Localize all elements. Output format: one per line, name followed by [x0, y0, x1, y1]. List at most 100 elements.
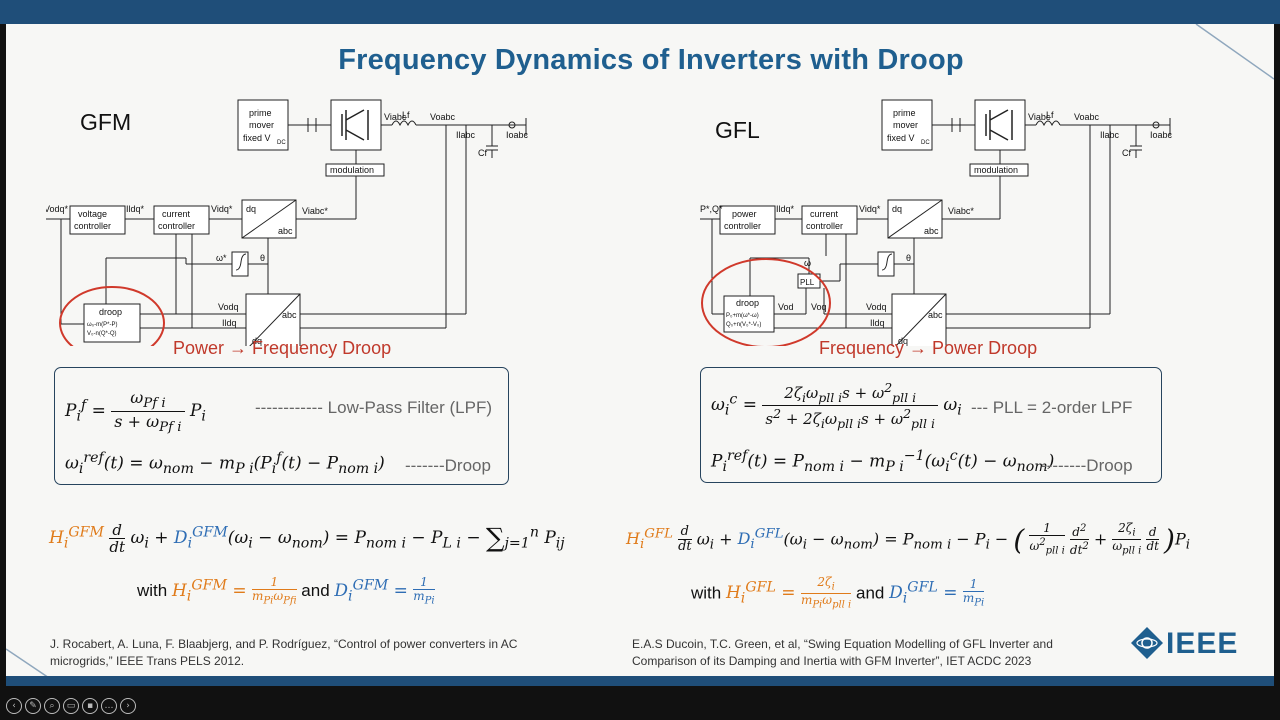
gfl-abc-label: abc: [924, 226, 939, 236]
gfm-theta: θ: [260, 253, 265, 263]
gfl-viabc: Viabc: [1028, 112, 1051, 122]
gfl-droop-equation: Piref(t) = Pnom i − mP i−1(ωic(t) − ωnom…: [711, 448, 1055, 476]
player-toolbar: ‹ ✎ ⌕ ▭ ▪ … ›: [6, 698, 136, 716]
ieee-logo-text: IEEE: [1166, 627, 1239, 660]
presentation-slide: Frequency Dynamics of Inverters with Dro…: [6, 24, 1274, 686]
gfm-block-diagram: prime mover fixed V DC modulation voltag…: [46, 99, 529, 346]
gfl-theta: θ: [906, 253, 911, 263]
gfl-pll-equation: ωic = 2ζiωpll is + ω2pll i s2 + 2ζiωpll …: [711, 380, 962, 431]
gfl-prime-mover-label-2: mover: [893, 120, 918, 130]
gfl-vodq: Vodq: [866, 302, 887, 312]
gfl-block-diagram: prime mover fixed V DC modulation power …: [700, 99, 1173, 346]
gfl-ildq-ref: Ildq*: [776, 204, 795, 214]
gfm-prime-mover-label-3: fixed V: [243, 133, 271, 143]
gfm-voltage-controller-label-2: controller: [74, 221, 111, 231]
window-top-bar: [0, 0, 1280, 24]
gfl-vod: Vod: [778, 302, 794, 312]
gfl-power-controller-label-2: controller: [724, 221, 761, 231]
gfl-viabc-ref: Viabc*: [948, 206, 974, 216]
forward-icon[interactable]: ›: [120, 698, 136, 714]
gfm-vidq-ref: Vidq*: [211, 204, 233, 214]
gfm-cf: Cf: [478, 148, 487, 158]
gfm-ioabc: Ioabc: [506, 130, 529, 140]
gfm-viabc: Viabc: [384, 112, 407, 122]
gfl-droop-note: --------Droop: [1041, 456, 1133, 475]
gfl-current-controller-label-1: current: [810, 209, 839, 219]
gfl-prime-mover-label-1: prime: [893, 108, 916, 118]
gfl-abc2-label: abc: [928, 310, 943, 320]
gfm-and-word: and: [301, 581, 330, 601]
more-icon[interactable]: …: [101, 698, 117, 714]
gfl-label: GFL: [715, 117, 760, 143]
gfm-reference: J. Rocabert, A. Luna, F. Blaabjerg, and …: [50, 637, 518, 668]
gfm-current-controller-label-2: controller: [158, 221, 195, 231]
gfm-modulation-label: modulation: [330, 165, 374, 175]
gfl-with-word: with: [691, 583, 722, 603]
gfm-droop-note: -------Droop: [405, 456, 491, 475]
gfl-modulation-label: modulation: [974, 165, 1018, 175]
gfl-and-word: and: [855, 583, 885, 603]
gfm-ildq-ref: Ildq*: [126, 204, 145, 214]
gfl-dq2-label: dq: [898, 336, 908, 346]
gfm-droop-highlight: [59, 286, 165, 346]
cc-icon[interactable]: ▭: [63, 698, 79, 714]
gfl-cf: Cf: [1122, 148, 1131, 158]
gfm-ildq: Ildq: [222, 318, 237, 328]
gfl-lf: Lf: [1046, 110, 1054, 120]
gfl-ilabc: Ilabc: [1100, 130, 1120, 140]
gfl-voq: Voq: [811, 302, 827, 312]
gfm-label: GFM: [80, 109, 132, 135]
gfl-ildq: Ildq: [870, 318, 885, 328]
gfl-reference: E.A.S Ducoin, T.C. Green, et al, “Swing …: [632, 637, 1053, 668]
gfm-droop-eq2: V₀-n(Q*-Q): [87, 331, 117, 337]
gfm-omega-star: ω*: [216, 253, 227, 263]
gfm-lf: Lf: [402, 110, 410, 120]
pen-icon[interactable]: ✎: [25, 698, 41, 714]
gfm-ilabc: Ilabc: [456, 130, 476, 140]
gfl-vidq-ref: Vidq*: [859, 204, 881, 214]
gfm-droop-label: droop: [99, 307, 122, 317]
gfm-dq2-label: dq: [252, 336, 262, 346]
gfm-with-word: with: [137, 581, 168, 601]
gfm-prime-mover-label-1: prime: [249, 108, 272, 118]
gfl-pll-label: PLL: [800, 278, 815, 287]
gfl-droop-eq1: P₀+m(ω*-ω): [726, 313, 759, 319]
gfm-droop-equation: ωiref(t) = ωnom − mP i(Pif(t) − Pnom i): [65, 450, 385, 478]
gfl-voabc: Voabc: [1074, 112, 1100, 122]
gfl-pll-note: --- PLL = 2-order LPF: [971, 398, 1133, 417]
ieee-logo: IEEE: [1130, 624, 1260, 664]
gfm-equation-box: Pif = ωPf i s + ωPf i Pi ------------ Lo…: [54, 367, 509, 485]
gfm-prime-mover-sub: DC: [277, 140, 286, 146]
camera-icon[interactable]: ▪: [82, 698, 98, 714]
gfl-droop-label: droop: [736, 298, 759, 308]
zoom-icon[interactable]: ⌕: [44, 698, 60, 714]
gfm-dq-label: dq: [246, 204, 256, 214]
gfm-voltage-controller-label-1: voltage: [78, 209, 107, 219]
gfl-dq-label: dq: [892, 204, 902, 214]
gfm-vodq-ref: Vodq*: [46, 204, 69, 214]
slide-title: Frequency Dynamics of Inverters with Dro…: [338, 44, 964, 76]
gfl-equation-box: ωic = 2ζiωpll is + ω2pll i s2 + 2ζiωpll …: [700, 367, 1162, 483]
gfm-droop-eq1: ω₀-m(P*-P): [87, 322, 118, 328]
gfl-current-controller-label-2: controller: [806, 221, 843, 231]
gfm-prime-mover-label-2: mover: [249, 120, 274, 130]
gfm-vodq: Vodq: [218, 302, 239, 312]
gfm-current-controller-label-1: current: [162, 209, 191, 219]
back-icon[interactable]: ‹: [6, 698, 22, 714]
gfl-ioabc: Ioabc: [1150, 130, 1173, 140]
slide-bottom-band: [6, 676, 1274, 686]
gfl-pq-ref: P*,Q*: [700, 204, 723, 214]
gfm-abc2-label: abc: [282, 310, 297, 320]
gfm-voabc: Voabc: [430, 112, 456, 122]
gfm-abc-label: abc: [278, 226, 293, 236]
gfm-lpf-note: ------------ Low-Pass Filter (LPF): [255, 398, 493, 417]
gfl-prime-mover-label-3: fixed V: [887, 133, 915, 143]
gfl-droop-eq2: Q₀+n(V₀*-V₀): [726, 322, 761, 328]
gfm-droop-type: Power → Frequency Droop: [173, 338, 392, 358]
gfl-power-controller-label-1: power: [732, 209, 757, 219]
gfm-lpf-equation: Pif = ωPf i s + ωPf i Pi: [65, 388, 206, 436]
